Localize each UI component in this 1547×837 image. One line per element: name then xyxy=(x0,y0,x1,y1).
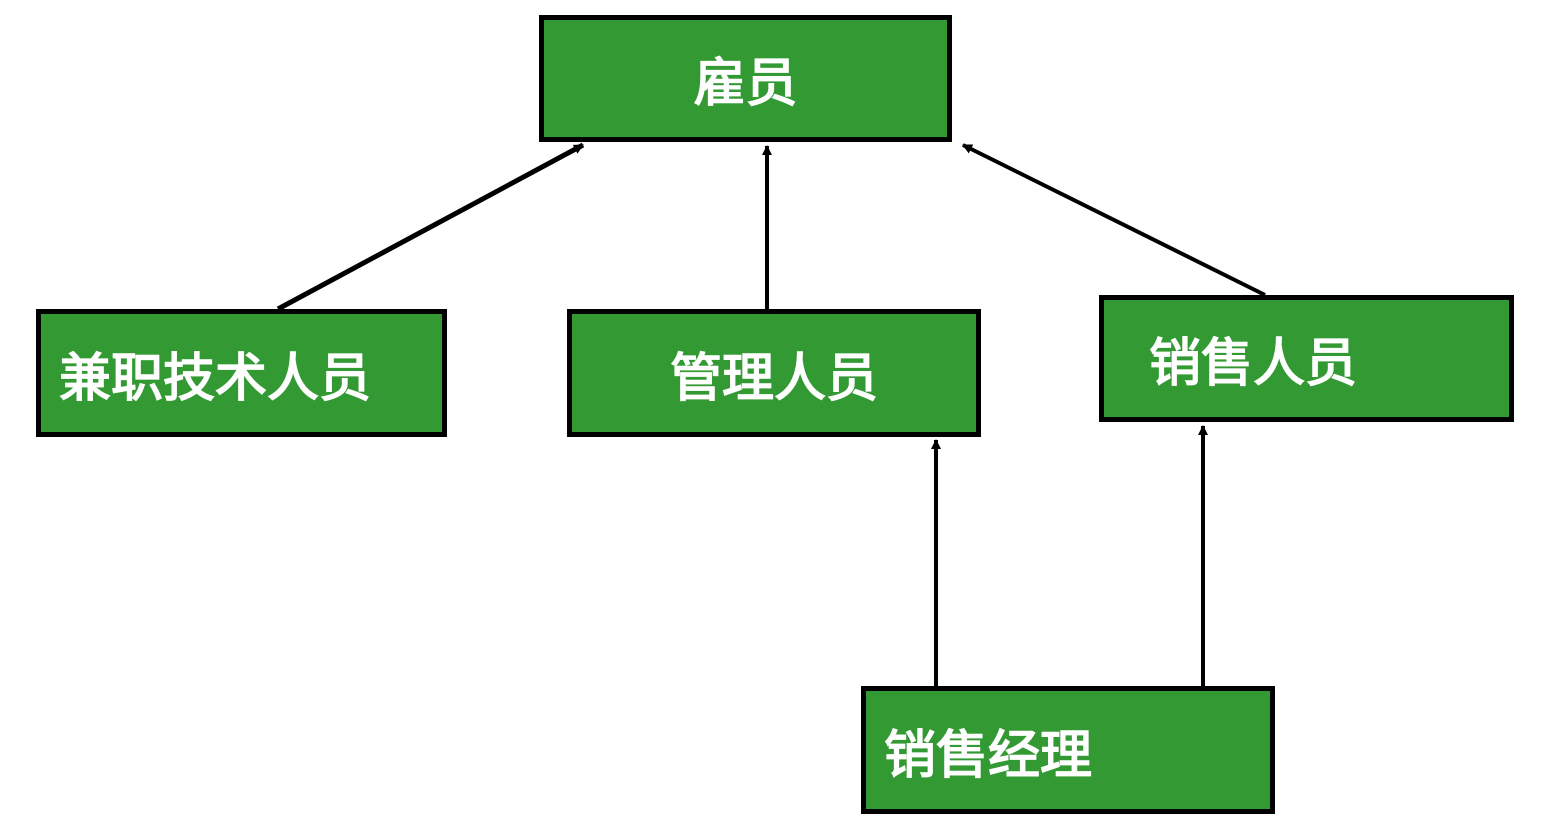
edge-parttime-to-employee xyxy=(276,142,585,312)
node-sales-manager-label: 销售经理 xyxy=(884,725,1093,786)
node-manager: 管理人员 xyxy=(567,309,981,437)
node-sales-manager: 销售经理 xyxy=(861,686,1275,814)
node-employee: 雇员 xyxy=(539,15,952,142)
node-part-time-technician: 兼职技术人员 xyxy=(36,309,447,437)
node-salesperson-label: 销售人员 xyxy=(1149,334,1358,394)
node-manager-label: 管理人员 xyxy=(669,348,878,409)
node-employee-label: 雇员 xyxy=(693,54,798,114)
node-part-time-technician-label: 兼职技术人员 xyxy=(59,348,372,409)
edge-sales-to-employee xyxy=(962,143,1266,297)
node-salesperson: 销售人员 xyxy=(1099,295,1514,422)
